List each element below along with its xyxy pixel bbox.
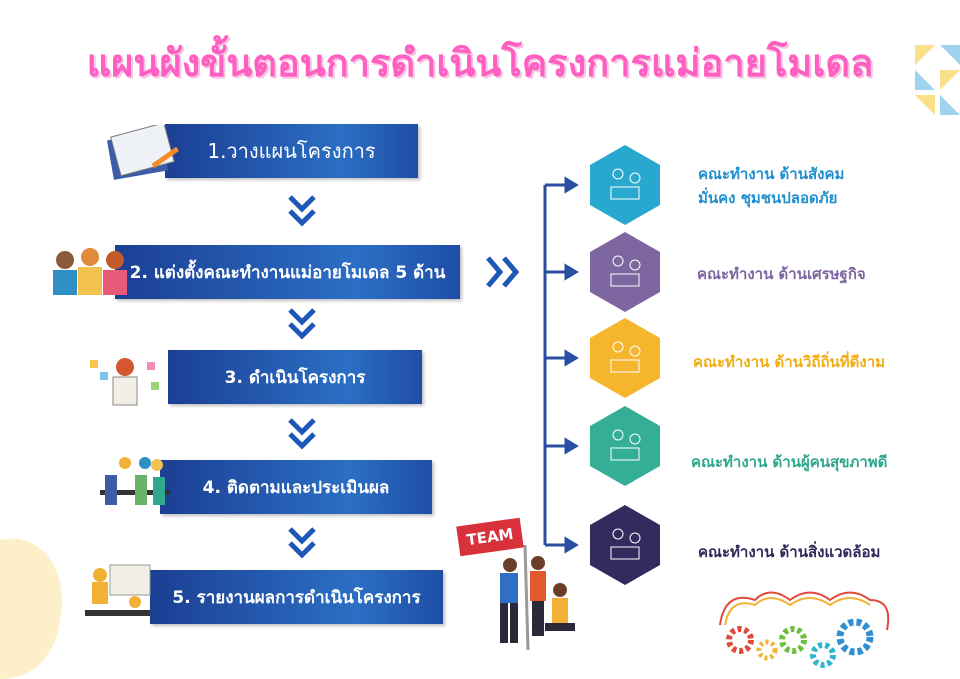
team-meeting-illustration [53,248,127,295]
step-label: 3. ดำเนินโครงการ [224,367,366,388]
evaluation-team-illustration [100,457,170,505]
documents-illustration [106,125,180,180]
team-label-environment: คณะทำงาน ด้านสิ่งแวดล้อม [698,543,881,561]
chevron-down-icon [288,527,316,559]
blob-decoration [0,538,62,679]
team-label-line: คณะทำงาน ด้านสังคม [698,165,845,183]
corner-triangles-decoration [915,45,960,115]
team-icon-hexagon-social [590,145,660,225]
team-icon-hexagon-health [590,406,660,486]
step-label: 2. แต่งตั้งคณะทำงานแม่อายโมเดล 5 ด้าน [129,262,446,283]
team-label-social: คณะทำงาน ด้านสังคมมั่นคง ชุมชนปลอดภัย [698,162,844,210]
team-label-economy: คณะทำงาน ด้านเศรษฐกิจ [697,265,866,283]
presentation-illustration [85,564,151,616]
step-5-report: 5. รายงานผลการดำเนินโครงการ [150,570,443,624]
team-label-health: คณะทำงาน ด้านผู้คนสุขภาพดี [691,453,888,471]
meeting-icon [610,341,641,373]
sticky-notes-illustration [90,358,159,406]
chevron-down-icon [288,418,316,450]
step-label: 5. รายงานผลการดำเนินโครงการ [172,587,421,608]
meeting-icon [610,528,641,560]
branch-connector [486,176,579,554]
step-4-evaluate: 4. ติดตามและประเมินผล [160,460,432,514]
team-icon-hexagon-environment [590,505,660,585]
team-label-line: มั่นคง ชุมชนปลอดภัย [698,189,838,207]
team-label-culture: คณะทำงาน ด้านวิถีถิ่นที่ดีงาม [693,353,886,371]
team-raising-flag-illustration [500,545,575,651]
meeting-icon [610,429,641,461]
step-label: 1.วางแผนโครงการ [207,139,376,163]
gears-illustration [719,591,890,668]
chevron-down-icon [288,308,316,340]
step-label: 4. ติดตามและประเมินผล [202,477,390,498]
team-icon-hexagon-economy [590,232,660,312]
step-3-execute: 3. ดำเนินโครงการ [168,350,422,404]
page-title: แผนผังขั้นตอนการดำเนินโครงการแม่อายโมเดล [86,41,874,85]
double-chevron-right-icon [486,256,520,288]
chevron-down-icon [288,195,316,227]
step-2-appoint: 2. แต่งตั้งคณะทำงานแม่อายโมเดล 5 ด้าน [115,245,460,299]
step-1-plan: 1.วางแผนโครงการ [165,124,418,178]
team-icon-hexagon-culture [590,318,660,398]
meeting-icon [610,255,641,287]
meeting-icon [610,168,641,200]
